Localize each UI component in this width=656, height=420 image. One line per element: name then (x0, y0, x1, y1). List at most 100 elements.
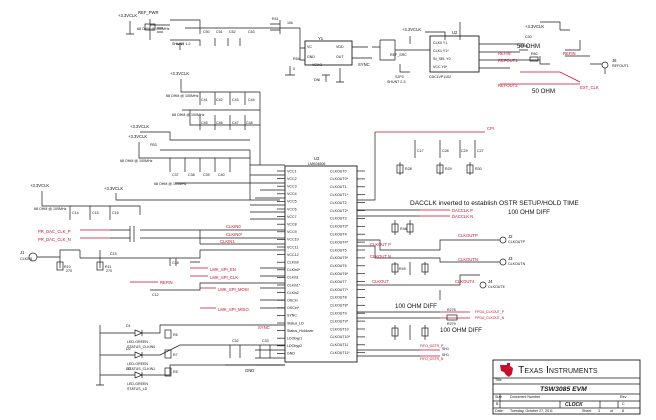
svg-text:C37: C37 (172, 173, 179, 177)
size-value: B (496, 402, 499, 406)
clock-input-section: PR_DAC_CLK_P PR_DAC_CLK_N CLKIN0 CLKIN0*… (20, 224, 285, 297)
connector-label: J1 (20, 250, 25, 255)
ldo-bypass: C32 C33 SYNC GND (225, 325, 285, 373)
svg-text:C27: C27 (477, 149, 484, 153)
sheet-title: CLOCK (565, 402, 583, 408)
svg-text:R10: R10 (64, 265, 71, 269)
of-value: 8 (622, 409, 624, 413)
svg-text:CLKIN0: CLKIN0 (226, 224, 241, 229)
pin-label: GND (287, 352, 295, 356)
svg-text:R60: R60 (531, 52, 538, 56)
svg-text:REFIN: REFIN (563, 51, 576, 56)
ref-label: REF_PWR (138, 10, 158, 15)
svg-text:CLKOUTP: CLKOUTP (458, 233, 478, 238)
svg-text:C40: C40 (218, 173, 225, 177)
pin-label: CLKOUT8 (330, 296, 347, 300)
pin-label: CLKin0* (287, 268, 301, 272)
vcxo-ref: Y1 (318, 36, 324, 41)
svg-text:C39: C39 (203, 173, 210, 177)
pin-label: Status_LD (287, 321, 304, 325)
fifo-ostr-n-net: FIFO_OSTR_N (420, 357, 444, 361)
svg-text:C18: C18 (172, 261, 179, 265)
svg-text:0: 0 (293, 67, 295, 71)
pin-label: CLKOUT1* (330, 193, 349, 197)
svg-text:R29: R29 (445, 167, 452, 171)
led-row: D2 LED-GREEN STATUS_CLKIN1 R7 (115, 344, 285, 371)
ohm-diff-1: 100 OHM DIFF (508, 209, 550, 216)
ti-logo-text: Texas Instruments (518, 364, 598, 376)
date-label: Date: (495, 409, 504, 413)
pin-label: VCC3 (287, 185, 297, 189)
title-block-frame (492, 359, 641, 415)
connector-label: J4 (488, 279, 493, 284)
svg-text:C50: C50 (203, 30, 210, 34)
svg-text:C52: C52 (229, 30, 236, 34)
svg-text:10k: 10k (287, 21, 293, 25)
svg-text:CLKIN0*: CLKIN0* (226, 232, 243, 237)
svg-text:C14: C14 (72, 211, 79, 215)
svg-text:C41: C41 (201, 98, 208, 102)
led-label: LED-GREEN (127, 340, 148, 344)
clkout-connectors: CLKOUT P CLKOUT N CLKOUTP CLKOUTN J2 CLK… (357, 233, 526, 300)
connector-label: J2 (508, 234, 513, 239)
svg-text:VDD: VDD (336, 45, 344, 49)
pin-label: VCC6 (287, 207, 297, 211)
pin-label: VCC10 (287, 238, 299, 242)
svg-text:CLKOUT N: CLKOUT N (370, 254, 391, 259)
rev-label: Rev (620, 395, 627, 399)
spi-clk-net: LMK_SPI_CLK (210, 275, 238, 280)
svg-text:C53: C53 (248, 30, 255, 34)
sma-connector-icon (499, 258, 507, 266)
svg-text:R41: R41 (272, 17, 279, 21)
svg-text:SHUNT 2-3: SHUNT 2-3 (387, 80, 406, 84)
svg-text:IN_SEL Y0: IN_SEL Y0 (433, 57, 451, 61)
sma-connector-icon (601, 61, 609, 69)
pin-label: CLKOUT0* (330, 177, 349, 181)
svg-text:C48: C48 (246, 121, 253, 125)
svg-text:C15: C15 (110, 252, 117, 256)
svg-text:CLKIN1: CLKIN1 (20, 257, 33, 261)
pin-label: CLKOUT5 (330, 248, 347, 252)
fpga-outputs: 100 OHM DIFF R278 R279 FPGA_CLKOUT_P FPG… (357, 303, 505, 361)
buffer-body (429, 35, 480, 73)
refin-net-2: REFIN (160, 280, 173, 285)
pin-label: CLKOUT0 (330, 169, 347, 173)
pll-body (284, 165, 358, 363)
svg-text:CLKOUTP: CLKOUTP (508, 240, 526, 244)
ohm50-1: 50 OHM (517, 43, 540, 50)
svg-text:CLKOUTN: CLKOUTN (508, 262, 526, 266)
svg-text:68 OHM @ 100MHz: 68 OHM @ 100MHz (34, 207, 67, 211)
led-net: STATUS_CLKIN0 (127, 345, 155, 349)
svg-text:SYNC: SYNC (258, 325, 270, 330)
svg-text:REFOUT1: REFOUT1 (612, 64, 629, 68)
vcxo-block: Y1 VC GND VDD OUT VCXO R54 0 SYNC DNI (285, 28, 372, 83)
svg-text:CLKOUTN: CLKOUTN (458, 257, 478, 262)
led-label: LED-GREEN (127, 362, 148, 366)
ti-logo: Texas Instruments (500, 363, 598, 377)
pin-label: CLKOUT11* (330, 351, 350, 355)
vcc-rails (250, 164, 285, 220)
reference-buffer: REF_SRC SJP3 SHUNT 2-3 +3.3VCLK U2 CLK0 … (372, 21, 629, 95)
svg-text:270: 270 (106, 269, 112, 273)
pll-chip: U3 LMK04806 VCC1VCC2VCC3VCC4VCC5VCC6VCC7… (277, 156, 365, 363)
svg-text:R30: R30 (475, 167, 482, 171)
docnum-label: Document Number (510, 395, 541, 399)
board-title: TSW3085 EVM (540, 386, 587, 393)
svg-text:C51: C51 (216, 30, 223, 34)
pin-label: CLKin1 (287, 276, 299, 280)
svg-text:R28: R28 (405, 167, 412, 171)
pin-label: CLKOUT9* (330, 319, 349, 323)
svg-text:68 OHM @ 100MHz: 68 OHM @ 100MHz (137, 27, 170, 31)
power-label: +3.3VCLK (525, 24, 544, 29)
pin-label: VCC11 (287, 245, 298, 249)
pin-label: VCC1 (287, 169, 297, 173)
sheet-value: 3 (598, 409, 600, 413)
clkin-filter: +3.3VCLK 68 OHM @ 100MHz C14 C15 C16 +3.… (30, 183, 250, 220)
svg-text:C38: C38 (188, 173, 195, 177)
svg-text:CLK1 Y1*: CLK1 Y1* (433, 49, 449, 53)
cpi-net: CPI C17 C28 C29 C27 R28 R29 R30 (357, 126, 494, 201)
pin-label: CLKOUT5* (330, 256, 349, 260)
led-ref: D1 (126, 324, 131, 328)
pin-label: CLKOUT11 (330, 343, 348, 347)
